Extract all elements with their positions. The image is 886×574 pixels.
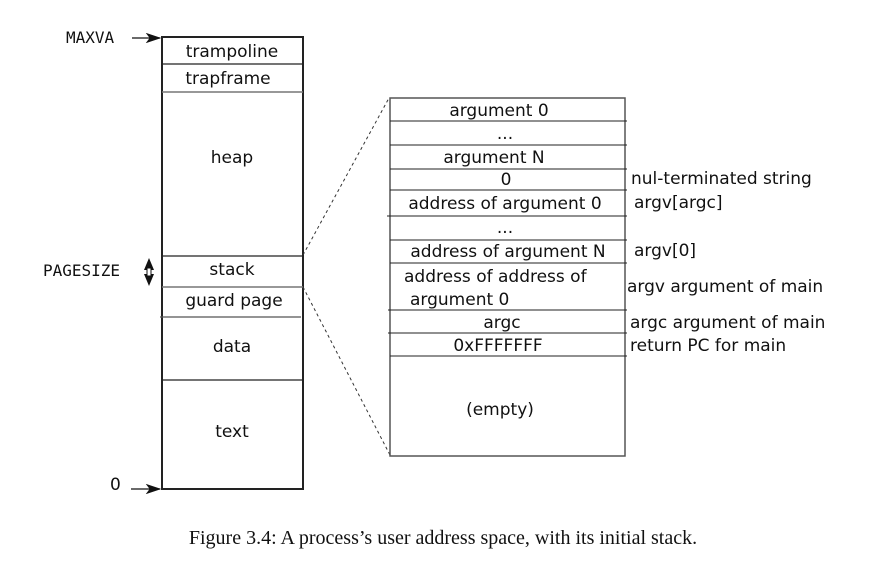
segment-text: text xyxy=(215,422,249,442)
note-nul-terminated-string: nul-terminated string xyxy=(631,169,812,189)
slot-argument-n: argument N xyxy=(443,148,544,168)
segment-stack: stack xyxy=(209,260,254,280)
slot-address-of-argument-0: address of argument 0 xyxy=(408,194,601,214)
segment-trapframe: trapframe xyxy=(185,69,270,89)
stack-detail-column: argument 0 ... argument N 0 address of a… xyxy=(387,97,627,457)
address-space-column: trampoline trapframe heap stack guard pa… xyxy=(160,36,304,490)
note-argc-argument-of-main: argc argument of main xyxy=(630,313,825,333)
note-argv-0: argv[0] xyxy=(634,241,696,261)
figure-caption: Figure 3.4: A process’s user address spa… xyxy=(188,527,698,549)
slot-empty: (empty) xyxy=(466,400,534,420)
stack-detail-box xyxy=(389,97,626,457)
note-argv-argc: argv[argc] xyxy=(634,193,722,213)
segment-guard-page: guard page xyxy=(185,291,282,311)
slot-return-pc: 0xFFFFFFF xyxy=(453,336,542,356)
maxva-label: MAXVA xyxy=(66,28,115,47)
slot-ellipsis-1: ... xyxy=(497,124,513,144)
slot-argc: argc xyxy=(483,313,520,333)
slot-address-of-address-line1: address of address of xyxy=(404,267,588,287)
slot-address-of-argument-n: address of argument N xyxy=(410,242,605,262)
slot-zero: 0 xyxy=(501,170,512,190)
slot-address-of-address-line2: argument 0 xyxy=(410,290,509,310)
zoom-connector-bottom xyxy=(302,286,391,456)
segment-data: data xyxy=(213,337,251,357)
slot-argument-0: argument 0 xyxy=(449,101,548,121)
zoom-connector-top xyxy=(302,97,390,256)
note-argv-argument-of-main: argv argument of main xyxy=(627,277,823,297)
address-space-box xyxy=(161,36,304,490)
note-return-pc-for-main: return PC for main xyxy=(630,336,786,356)
pagesize-label: PAGESIZE xyxy=(43,261,120,280)
zero-label: 0 xyxy=(110,475,121,495)
slot-ellipsis-2: ... xyxy=(497,218,513,238)
segment-trampoline: trampoline xyxy=(186,42,279,62)
segment-heap: heap xyxy=(211,148,253,168)
pagesize-double-arrow-icon xyxy=(144,258,154,286)
